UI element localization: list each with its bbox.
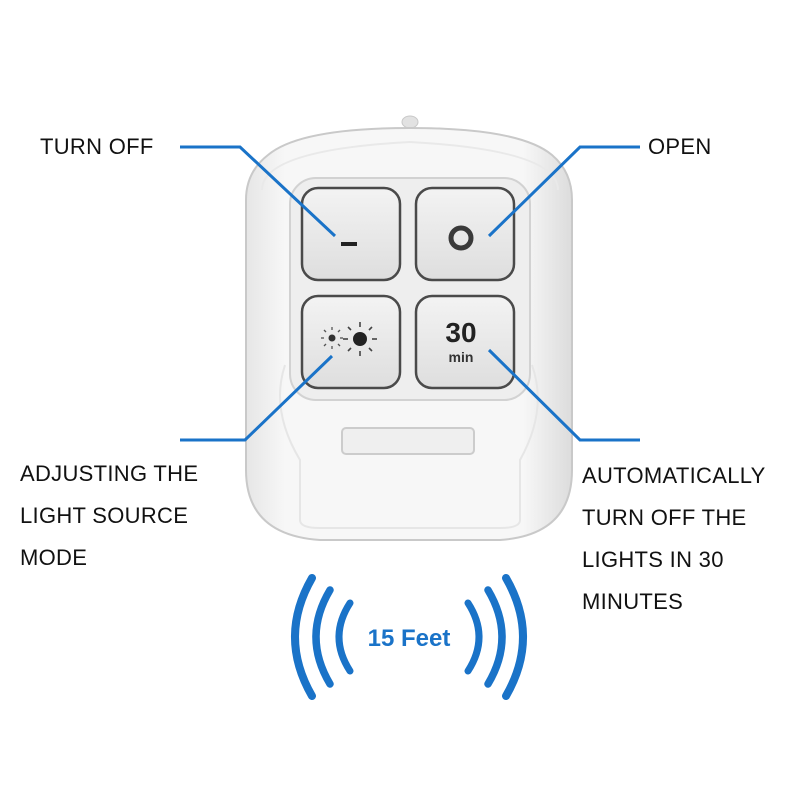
callout-line-open xyxy=(487,145,640,238)
callout-adjust-mode: ADJUSTING THE LIGHT SOURCE MODE xyxy=(20,453,198,579)
timer-30-min-button[interactable]: 30 min xyxy=(414,294,516,390)
callout-open-line-1: OPEN xyxy=(648,134,712,159)
minus-icon xyxy=(341,242,357,246)
callout-auto-off: AUTOMATICALLY TURN OFF THE LIGHTS IN 30 … xyxy=(582,455,766,623)
indicator-window xyxy=(341,427,475,455)
callout-line-turn-off xyxy=(180,145,337,238)
callout-open: OPEN xyxy=(648,126,712,168)
callout-auto-off-line-4: MINUTES xyxy=(582,589,684,614)
callout-lines xyxy=(180,145,640,442)
signal-waves-icon xyxy=(291,574,527,700)
timer-unit: min xyxy=(449,349,474,365)
callout-auto-off-line-2: TURN OFF THE xyxy=(582,505,747,530)
open-button[interactable] xyxy=(414,186,516,282)
callout-auto-off-line-3: LIGHTS IN 30 xyxy=(582,547,724,572)
callout-line-adjust xyxy=(180,354,334,442)
callout-adjust-line-3: MODE xyxy=(20,545,88,570)
light-mode-button[interactable] xyxy=(300,294,402,390)
callout-adjust-line-2: LIGHT SOURCE xyxy=(20,503,189,528)
callout-line-auto-off xyxy=(487,348,640,442)
ring-icon xyxy=(448,225,474,251)
timer-value: 30 xyxy=(445,317,476,348)
turn-off-button[interactable] xyxy=(300,186,402,282)
callout-adjust-line-1: ADJUSTING THE xyxy=(20,461,199,486)
brightness-icon xyxy=(321,322,377,356)
callout-turn-off-line-1: TURN OFF xyxy=(40,134,154,159)
range-text: 15 Feet xyxy=(368,625,451,652)
callout-turn-off: TURN OFF xyxy=(40,126,154,168)
callout-auto-off-line-1: AUTOMATICALLY xyxy=(582,463,766,488)
